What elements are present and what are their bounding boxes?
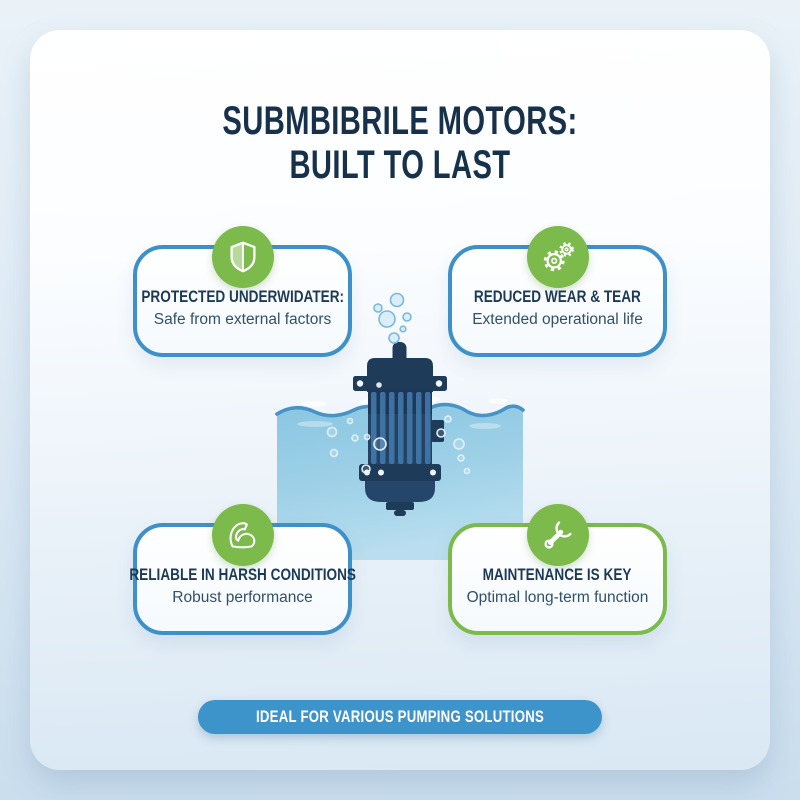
card-subtitle: Safe from external factors [153,311,332,328]
card-title: MAINTENANCE IS KEY [483,565,632,584]
card-title: PROTECTED UNDERWIDATER: [141,287,344,306]
feature-card-protected-underwater: PROTECTED UNDERWIDATER: Safe from extern… [133,226,352,357]
feature-card-reduced-wear-tear: REDUCED WEAR & TEAR Extended operational… [448,226,667,357]
title-line-1: SUBMBIBRILE MOTORS: [222,99,578,143]
water-reflections [297,421,501,429]
muscle-arm-icon [211,504,274,566]
page-title: SUBMBIBRILE MOTORS: BUILT TO LAST [0,99,800,187]
card-subtitle: Robust performance [172,589,313,606]
feature-card-maintenance-is-key: MAINTENANCE IS KEY Optimal long-term fun… [448,504,667,635]
motor-ribs [371,392,431,464]
title-line-2: BUILT TO LAST [289,143,511,187]
badge-label: IDEAL FOR VARIOUS PUMPING SOLUTIONS [255,707,545,726]
card-title: REDUCED WEAR & TEAR [473,287,641,306]
wrench-icon [526,504,589,566]
feature-card-reliable-harsh-conditions: RELIABLE IN HARSH CONDITIONS Robust perf… [129,504,356,635]
card-title: RELIABLE IN HARSH CONDITIONS [129,565,356,584]
bottom-badge: IDEAL FOR VARIOUS PUMPING SOLUTIONS [197,700,603,734]
card-subtitle: Optimal long-term function [466,589,649,606]
card-subtitle: Extended operational life [472,311,643,328]
shield-icon [211,226,274,288]
submersible-motor [353,342,447,516]
gears-icon [526,226,589,288]
submersible-motor-illustration [270,280,530,570]
air-bubbles [373,292,412,344]
underwater-bubbles [326,415,471,475]
